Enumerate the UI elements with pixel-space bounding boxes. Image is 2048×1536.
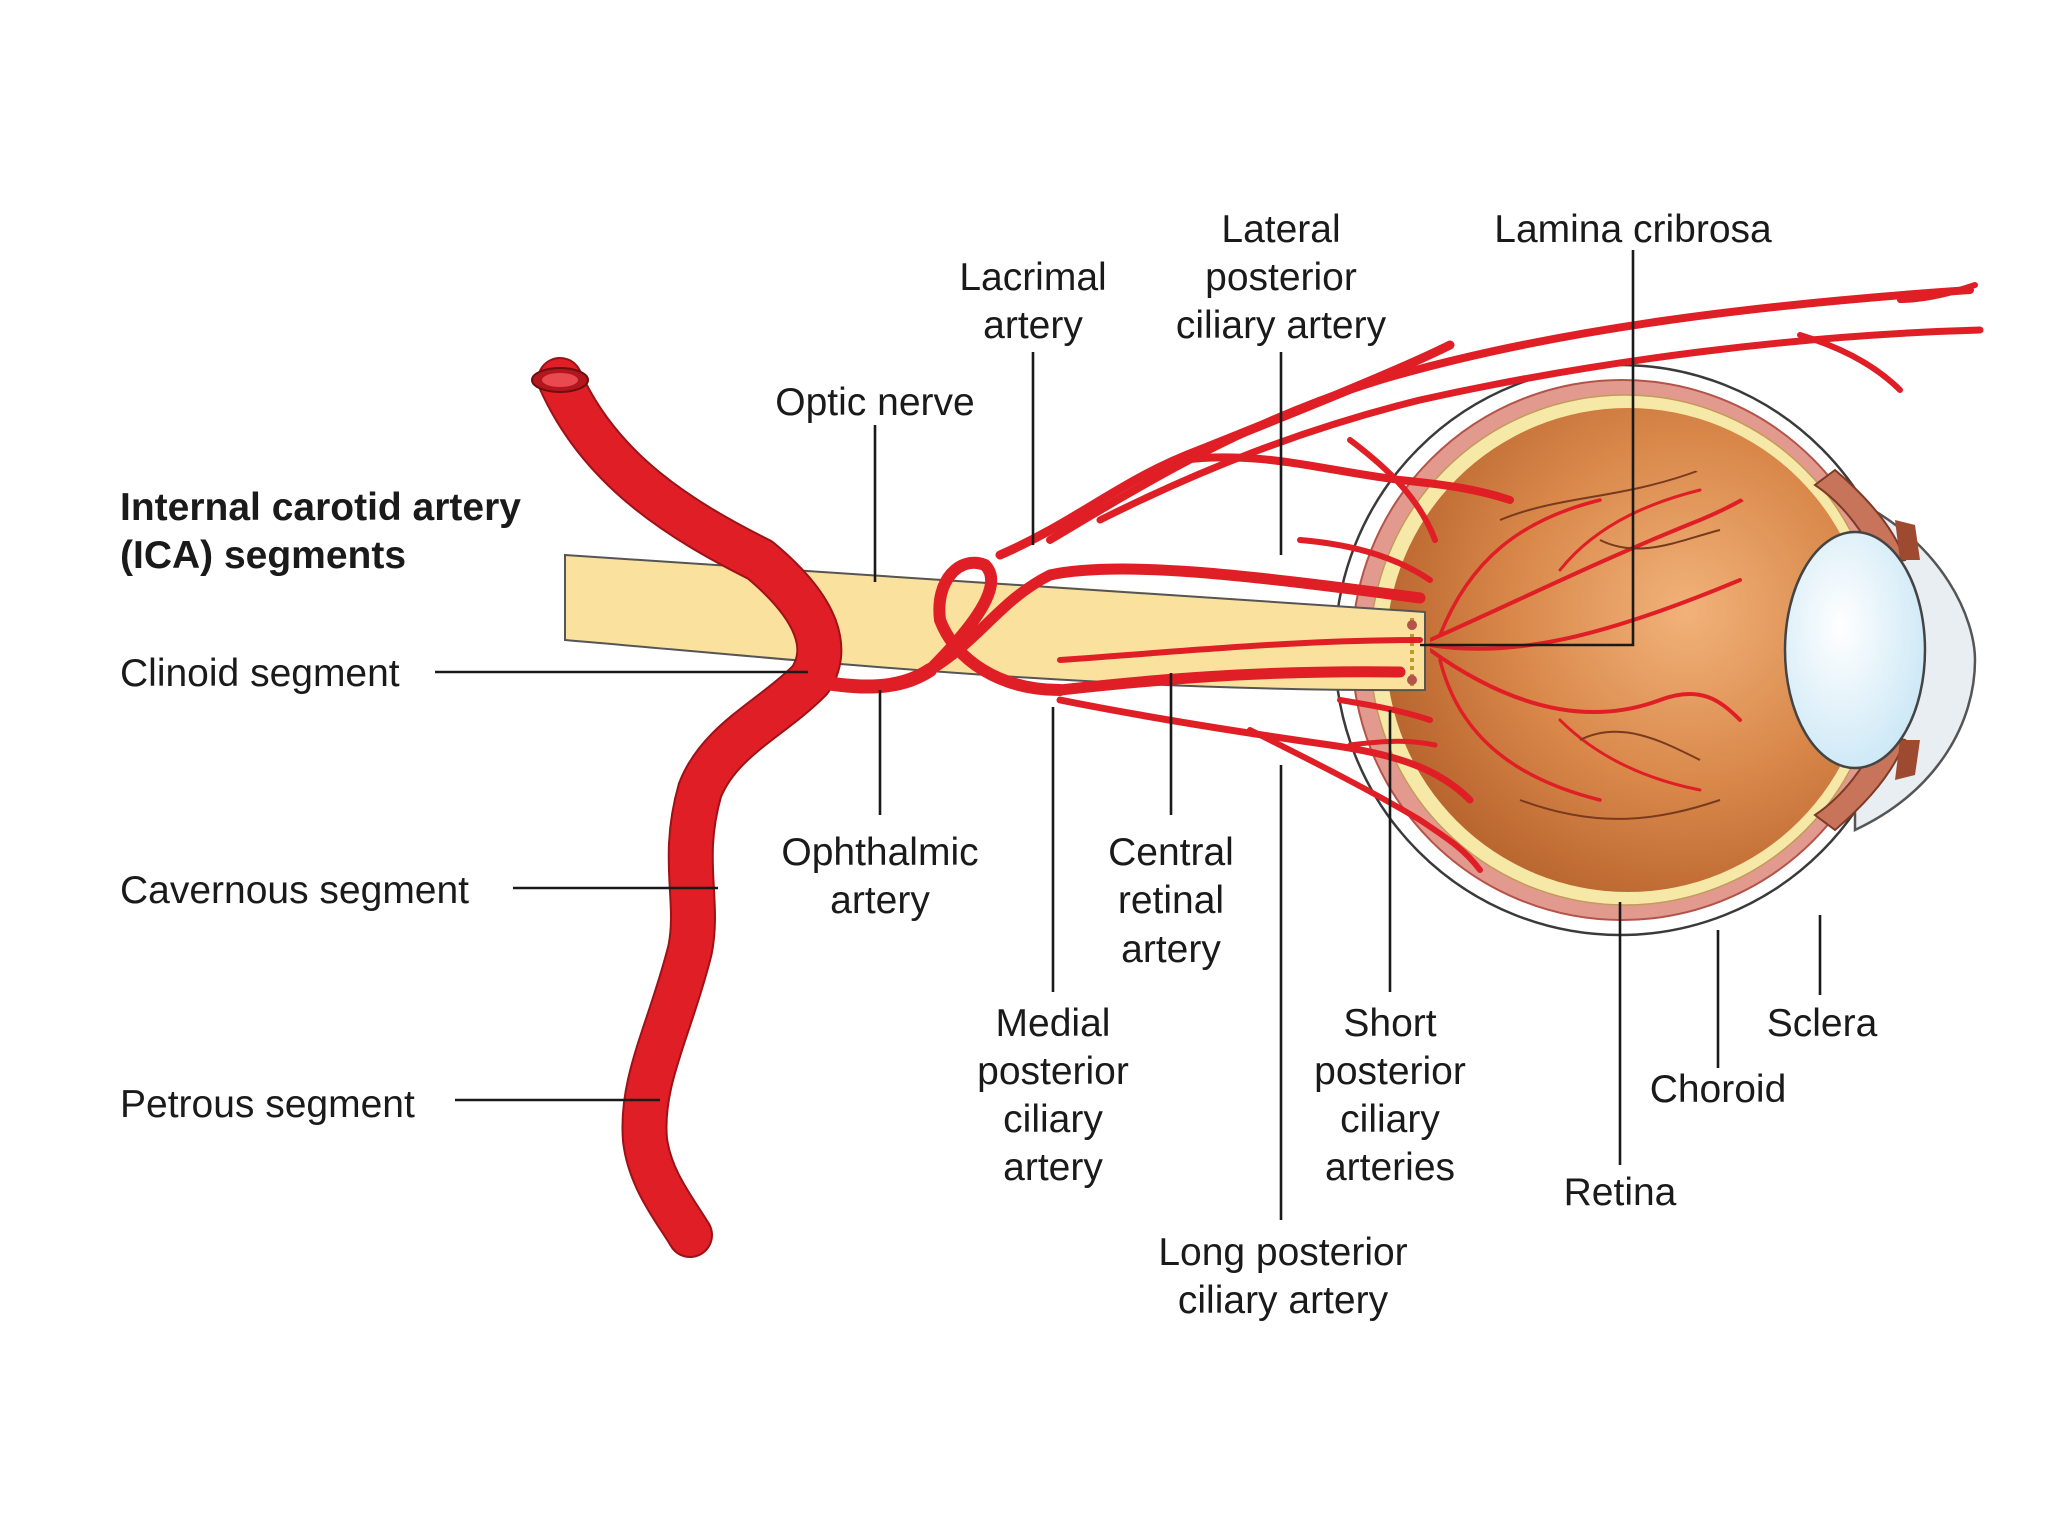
label-ophthalmic-1: Ophthalmic (781, 831, 978, 874)
lamina-cribrosa (1407, 618, 1417, 688)
iris-bottom (1895, 740, 1920, 780)
label-lamina: Lamina cribrosa (1494, 208, 1772, 251)
leader-lines (435, 250, 1822, 1220)
label-lateral-pca-3: ciliary artery (1176, 304, 1387, 347)
label-long-pca-1: Long posterior (1158, 1231, 1407, 1274)
label-lateral-pca-1: Lateral (1221, 208, 1340, 251)
label-choroid: Choroid (1650, 1068, 1787, 1111)
leader-lamina (1420, 250, 1635, 647)
labels: Internal carotid artery (ICA) segments C… (120, 208, 1878, 1322)
label-short-pca-2: posterior (1314, 1050, 1466, 1093)
label-optic-nerve: Optic nerve (775, 381, 974, 424)
label-lateral-pca-2: posterior (1205, 256, 1357, 299)
label-long-pca-2: ciliary artery (1178, 1279, 1389, 1322)
label-lacrimal-1: Lacrimal (959, 256, 1106, 299)
label-short-pca-4: arteries (1325, 1146, 1455, 1189)
ophthalmic-branches (803, 282, 1984, 873)
label-central-retinal-1: Central (1108, 831, 1234, 874)
label-retina: Retina (1564, 1171, 1677, 1214)
label-short-pca-1: Short (1343, 1002, 1436, 1045)
eyeball (1333, 363, 1977, 937)
internal-carotid-artery (531, 357, 843, 1258)
label-medial-pca-3: ciliary (1003, 1098, 1103, 1141)
label-medial-pca-2: posterior (977, 1050, 1129, 1093)
lens (1783, 530, 1927, 770)
label-lacrimal-2: artery (983, 304, 1083, 347)
label-medial-pca-1: Medial (996, 1002, 1111, 1045)
label-central-retinal-2: retinal (1118, 879, 1224, 922)
label-cavernous: Cavernous segment (120, 869, 469, 912)
iris-top (1895, 520, 1920, 560)
label-medial-pca-4: artery (1003, 1146, 1103, 1189)
label-short-pca-3: ciliary (1340, 1098, 1440, 1141)
label-ophthalmic-2: artery (830, 879, 930, 922)
label-petrous: Petrous segment (120, 1083, 415, 1126)
label-sclera: Sclera (1767, 1002, 1878, 1045)
label-clinoid: Clinoid segment (120, 652, 400, 695)
title-line-2: (ICA) segments (120, 534, 406, 577)
eye-interior (1386, 408, 1870, 892)
label-central-retinal-3: artery (1121, 928, 1221, 971)
title-line-1: Internal carotid artery (120, 486, 521, 529)
